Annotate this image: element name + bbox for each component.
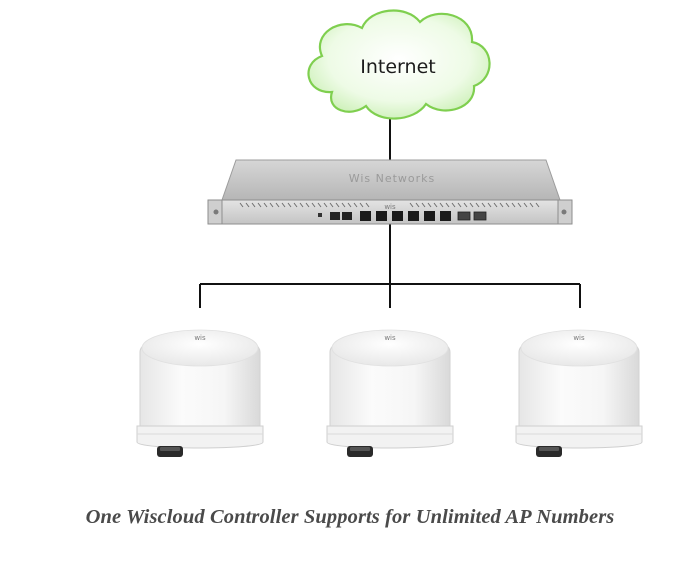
connection-lines [199, 118, 581, 308]
diagram-caption: One Wiscloud Controller Supports for Unl… [85, 506, 615, 528]
cloud-shape [307, 9, 491, 120]
ap-logo-center: wis [384, 334, 396, 342]
controller-logo: wis [384, 203, 396, 211]
access-point-left: wis [136, 329, 264, 458]
controller-vent-right [409, 202, 540, 208]
internet-label: Internet [360, 56, 435, 78]
access-point-center: wis [326, 329, 454, 458]
wiscloud-controller: Wis Networks wis [207, 159, 573, 225]
controller-brand-text: Wis Networks [349, 172, 436, 185]
controller-vent-left [239, 202, 370, 208]
ap-logo-right: wis [573, 334, 585, 342]
controller-ports [318, 211, 487, 221]
internet-cloud: Internet [307, 9, 491, 120]
access-point-right: wis [515, 329, 643, 458]
ap-logo-left: wis [194, 334, 206, 342]
